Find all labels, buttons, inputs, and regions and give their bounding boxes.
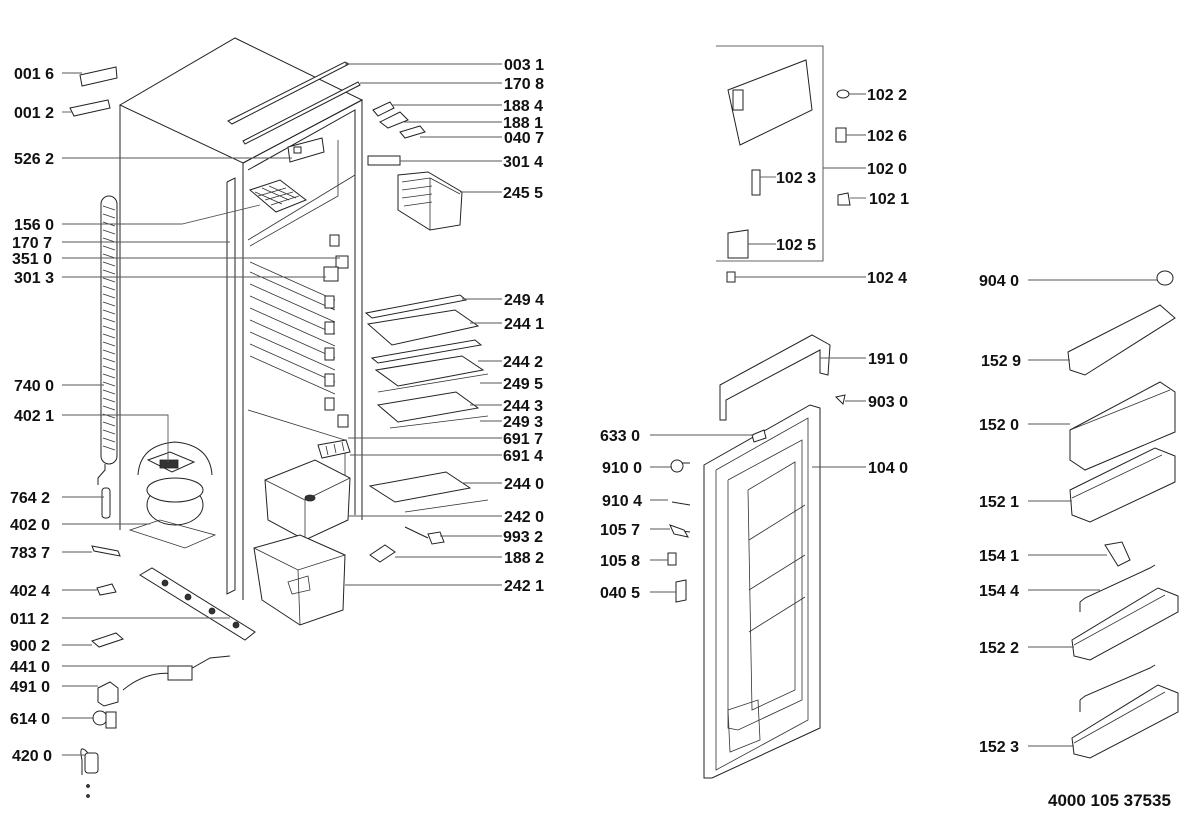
lamp-switch (335, 255, 349, 269)
part-label: 249 5 (503, 376, 543, 393)
part-label: 244 1 (504, 316, 544, 333)
part-label: 156 0 (14, 217, 54, 234)
part-label: 491 0 (10, 679, 50, 696)
part-label: 244 2 (503, 354, 543, 371)
door-accessories (1067, 270, 1179, 759)
part-label: 249 3 (503, 414, 543, 431)
part-label: 102 4 (867, 270, 907, 287)
part-label: 900 2 (10, 638, 50, 655)
part-label: 402 4 (10, 583, 50, 600)
cabinet-left-parts (69, 66, 231, 798)
part-label: 102 0 (867, 161, 907, 178)
part-label: 441 0 (10, 659, 50, 676)
condenser-coil (97, 195, 118, 485)
part-label: 003 1 (504, 57, 544, 74)
part-label: 102 6 (867, 128, 907, 145)
part-label: 191 0 (868, 351, 908, 368)
part-label: 154 4 (979, 583, 1019, 600)
crisper-drawer-lower (253, 534, 346, 626)
part-label: 903 0 (868, 394, 908, 411)
freezer-door-labels: 102 2 102 6 102 0 102 3 102 1 102 5 102 … (776, 87, 909, 287)
part-label: 910 0 (602, 460, 642, 477)
part-label: 633 0 (600, 428, 640, 445)
compressor (128, 441, 217, 549)
part-label: 740 0 (14, 378, 54, 395)
control-panel (323, 266, 339, 282)
cabinet-body (97, 37, 364, 641)
part-label: 188 1 (503, 115, 543, 132)
door-accessory-labels: 904 0 152 9 152 0 152 1 154 1 154 4 152 … (979, 273, 1021, 756)
cabinet-right-parts (227, 61, 489, 563)
part-label: 040 5 (600, 585, 640, 602)
part-label: 170 7 (12, 235, 52, 252)
leader-lines (62, 63, 1157, 756)
ice-tray (248, 179, 308, 213)
base-rail (139, 567, 256, 641)
part-label: 402 1 (14, 408, 54, 425)
part-label: 001 2 (14, 105, 54, 122)
part-label: 691 4 (503, 448, 543, 465)
part-label: 152 2 (979, 640, 1019, 657)
part-label: 526 2 (14, 151, 54, 168)
part-label: 188 2 (504, 550, 544, 567)
part-label: 351 0 (12, 251, 52, 268)
fridge-door (667, 334, 846, 779)
part-label: 170 8 (504, 76, 544, 93)
part-label: 614 0 (10, 711, 50, 728)
cabinet-left-labels: 001 6 001 2 526 2 156 0 170 7 351 0 301 … (10, 66, 54, 765)
freezer-door-assembly (716, 45, 851, 283)
part-label: 244 0 (504, 476, 544, 493)
part-label: 102 1 (869, 191, 909, 208)
part-label: 104 0 (868, 460, 908, 477)
part-label: 244 3 (503, 398, 543, 415)
part-label: 242 0 (504, 509, 544, 526)
document-number: 4000 105 37535 (1048, 791, 1171, 810)
part-label: 102 3 (776, 170, 816, 187)
part-label: 904 0 (979, 273, 1019, 290)
part-label: 301 4 (503, 154, 543, 171)
part-label: 691 7 (503, 431, 543, 448)
crisper-drawer-upper (264, 459, 351, 541)
light-assembly (317, 439, 351, 459)
shelf-guides (249, 261, 336, 411)
part-label: 783 7 (10, 545, 50, 562)
part-label: 910 4 (602, 493, 642, 510)
part-label: 152 3 (979, 739, 1019, 756)
part-label: 105 8 (600, 553, 640, 570)
part-label: 102 2 (867, 87, 907, 104)
part-label: 105 7 (600, 522, 640, 539)
part-label: 301 3 (14, 270, 54, 287)
part-label: 011 2 (10, 611, 49, 628)
part-label: 245 5 (503, 185, 543, 202)
part-label: 152 9 (981, 353, 1021, 370)
lamp-cover (329, 234, 340, 247)
part-label: 249 4 (504, 292, 544, 309)
cabinet-right-labels: 003 1 170 8 188 4 188 1 040 7 301 4 245 … (503, 57, 544, 595)
part-label: 420 0 (12, 748, 52, 765)
part-label: 102 5 (776, 237, 816, 254)
part-label: 242 1 (504, 578, 544, 595)
part-label: 188 4 (503, 98, 543, 115)
main-door-labels: 191 0 903 0 633 0 104 0 910 0 910 4 105 … (600, 351, 908, 602)
part-label: 040 7 (504, 130, 544, 147)
thermostat-housing (287, 137, 325, 163)
part-label: 152 1 (979, 494, 1019, 511)
part-label: 764 2 (10, 490, 50, 507)
part-label: 001 6 (14, 66, 54, 83)
part-label: 993 2 (503, 529, 543, 546)
part-label: 152 0 (979, 417, 1019, 434)
part-label: 154 1 (979, 548, 1019, 565)
part-label: 402 0 (10, 517, 50, 534)
